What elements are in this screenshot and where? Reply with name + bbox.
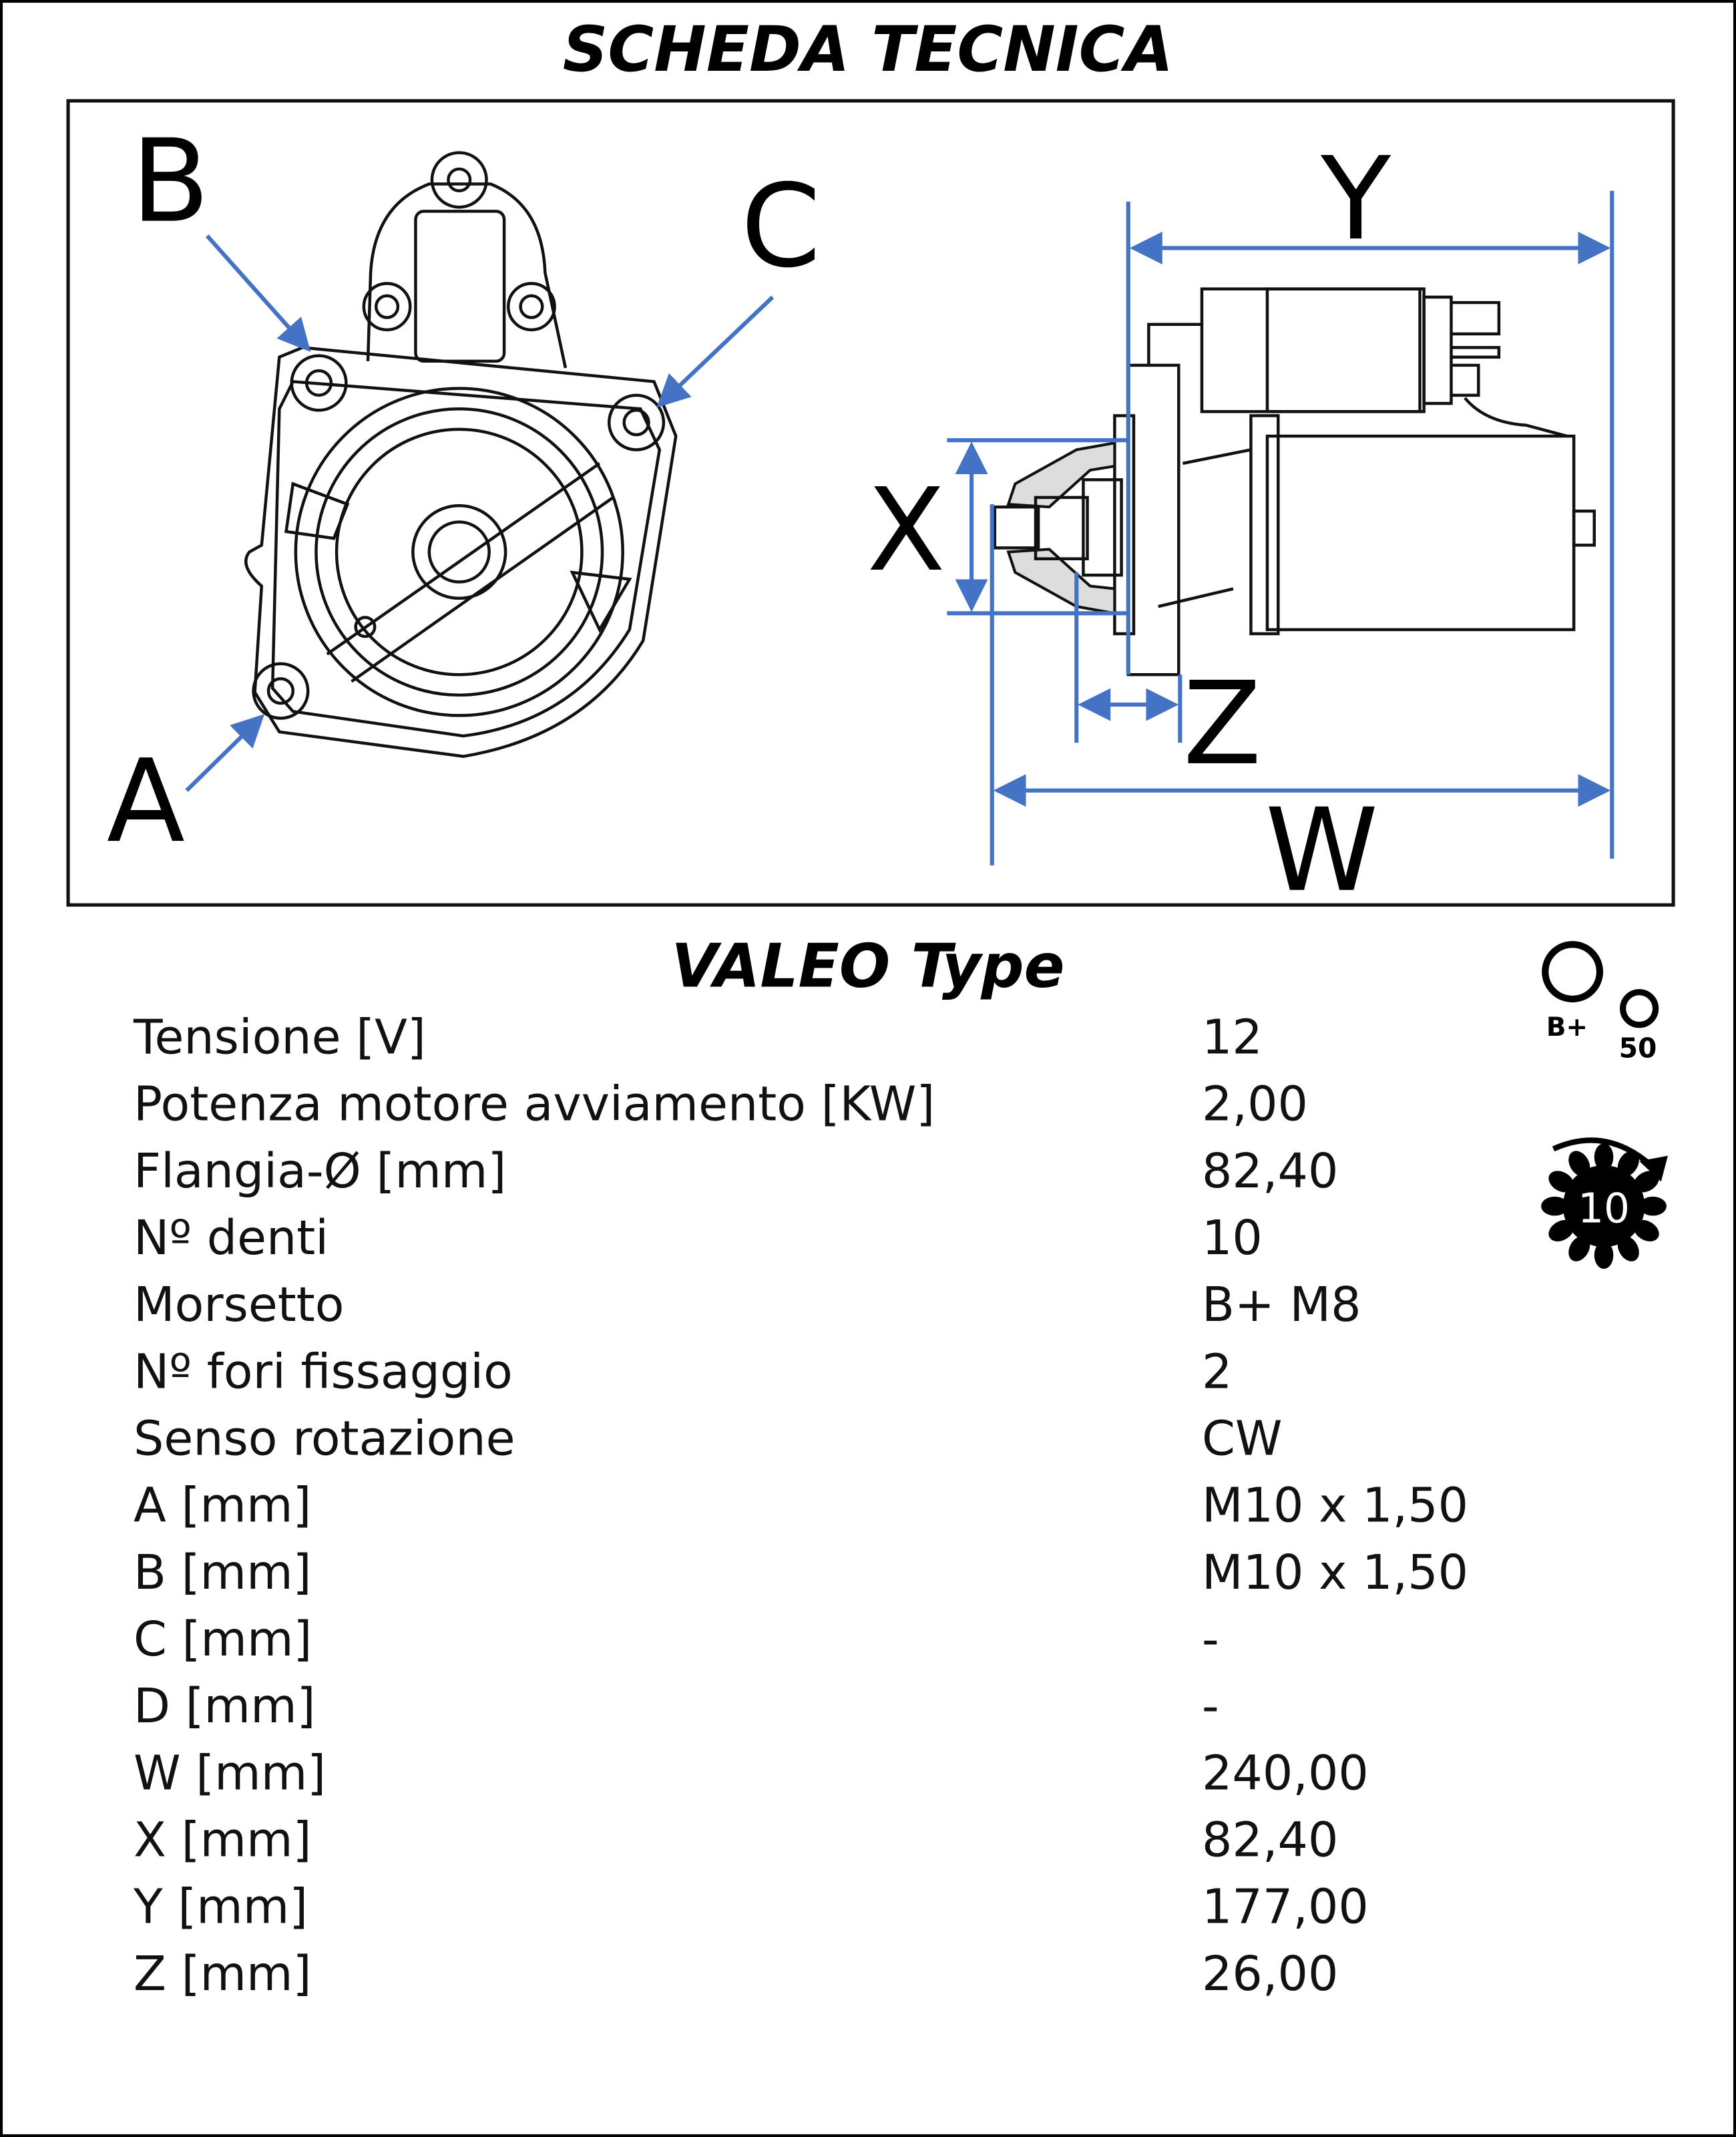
spec-label: Potenza motore avviamento [KW] <box>134 1077 935 1132</box>
spec-value: - <box>1202 1611 1219 1667</box>
label-y: Y <box>1320 133 1391 266</box>
spec-value: 82,40 <box>1202 1812 1338 1868</box>
spec-label: Nº denti <box>134 1210 329 1266</box>
gear-tooth <box>1617 1235 1639 1261</box>
spec-value: 2,00 <box>1202 1077 1308 1132</box>
spec-label: Y [mm] <box>133 1879 308 1935</box>
spec-row: Z [mm] 26,00 <box>134 1946 1338 2001</box>
gear-tooth <box>1639 1196 1667 1216</box>
spec-value: CW <box>1202 1411 1282 1467</box>
spec-row: X [mm] 82,40 <box>134 1812 1338 1868</box>
starter-front-view <box>244 151 678 758</box>
gear-tooth <box>1568 1235 1590 1261</box>
spec-row: D [mm] - <box>134 1678 1219 1734</box>
spec-value: 26,00 <box>1202 1946 1338 2001</box>
spec-label: A [mm] <box>134 1478 311 1533</box>
spec-row: Tensione [V] 12 <box>133 1010 1263 1065</box>
label-x: X <box>867 464 945 597</box>
terminal-small-label: 50 <box>1619 1032 1657 1064</box>
spec-label: Tensione [V] <box>133 1010 426 1065</box>
gear-tooth <box>1617 1151 1639 1177</box>
spec-label: D [mm] <box>134 1678 316 1734</box>
label-a: A <box>107 735 185 868</box>
gear-tooth <box>1633 1219 1659 1241</box>
gear-tooth <box>1594 1241 1614 1269</box>
spec-row: Senso rotazione CW <box>134 1411 1282 1467</box>
spec-label: C [mm] <box>134 1611 312 1667</box>
spec-value: 177,00 <box>1202 1879 1369 1935</box>
spec-row: Nº denti 10 <box>134 1210 1263 1266</box>
spec-label: X [mm] <box>134 1812 311 1868</box>
gear-tooth <box>1548 1219 1574 1241</box>
label-w: W <box>1265 785 1378 918</box>
terminal-icon: B+ 50 <box>1542 941 1659 1064</box>
label-z: Z <box>1183 658 1261 791</box>
arrow-c <box>656 295 775 408</box>
gear-tooth <box>1548 1171 1574 1193</box>
spec-row: Nº fori fissaggio 2 <box>134 1344 1232 1399</box>
spec-label: Z [mm] <box>134 1946 311 2001</box>
spec-label: Morsetto <box>134 1277 344 1332</box>
spec-row: Y [mm] 177,00 <box>133 1879 1369 1935</box>
spec-label: B [mm] <box>134 1545 312 1600</box>
spec-label: W [mm] <box>134 1745 326 1800</box>
pinion-teeth-count: 10 <box>1578 1185 1630 1233</box>
spec-row: W [mm] 240,00 <box>134 1745 1369 1800</box>
arrow-a <box>185 714 265 792</box>
gear-tooth <box>1594 1143 1614 1171</box>
label-b: B <box>131 116 210 248</box>
spec-row: Morsetto B+ M8 <box>134 1277 1361 1332</box>
terminal-main-label: B+ <box>1546 1012 1588 1042</box>
type-heading: VALEO Type <box>671 932 1064 1002</box>
spec-value: 2 <box>1202 1344 1232 1399</box>
pinion-gear-icon: 10 <box>1541 1137 1668 1269</box>
spec-row: Flangia-Ø [mm] 82,40 <box>134 1143 1338 1199</box>
spec-value: M10 x 1,50 <box>1202 1478 1468 1533</box>
starter-side-view <box>993 287 1596 676</box>
spec-row: A [mm] M10 x 1,50 <box>134 1478 1468 1533</box>
gear-tooth <box>1541 1196 1568 1216</box>
diagram-panel: B C A <box>66 99 1675 918</box>
spec-value: 82,40 <box>1202 1143 1338 1199</box>
spec-value: 12 <box>1202 1010 1263 1065</box>
spec-value: B+ M8 <box>1202 1277 1361 1332</box>
dimension-lines <box>947 190 1614 865</box>
spec-row: C [mm] - <box>134 1611 1219 1667</box>
callout-arrows <box>185 234 775 792</box>
spec-value: 10 <box>1202 1210 1263 1266</box>
spec-value: - <box>1202 1678 1219 1734</box>
gear-tooth <box>1633 1171 1659 1193</box>
spec-value: M10 x 1,50 <box>1202 1545 1468 1600</box>
spec-label: Flangia-Ø [mm] <box>134 1143 506 1199</box>
spec-label: Nº fori fissaggio <box>134 1344 513 1399</box>
spec-value: 240,00 <box>1202 1745 1369 1800</box>
page-title: SCHEDA TECNICA <box>563 13 1173 86</box>
arrow-b <box>205 234 311 353</box>
spec-label: Senso rotazione <box>134 1411 515 1467</box>
spec-row: B [mm] M10 x 1,50 <box>134 1545 1468 1600</box>
gear-tooth <box>1568 1151 1590 1177</box>
label-c: C <box>741 160 821 293</box>
rotation-arrow-icon <box>1639 1155 1668 1182</box>
spec-row: Potenza motore avviamento [KW] 2,00 <box>134 1077 1308 1132</box>
